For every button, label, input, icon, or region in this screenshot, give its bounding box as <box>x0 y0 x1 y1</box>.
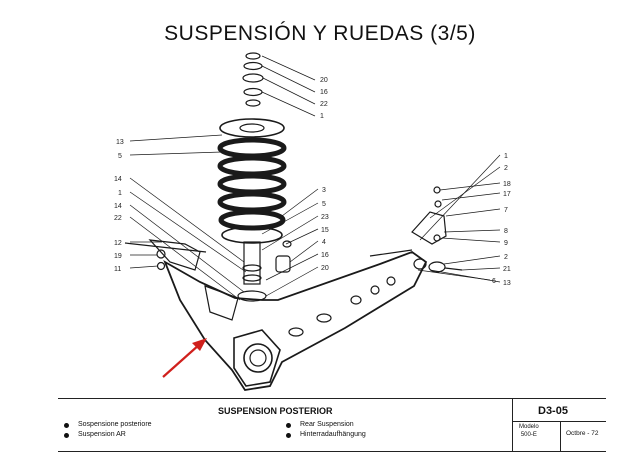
callout-label: 23 <box>321 214 329 221</box>
callout-label: 14 <box>114 176 122 183</box>
legend-item-german: Hinterradaufhängung <box>284 431 366 441</box>
callout-label: 14 <box>114 203 122 210</box>
pivot-bracket <box>411 211 447 245</box>
leader-lines <box>129 55 501 301</box>
callout-label: 20 <box>321 265 329 272</box>
callout-label: 5 <box>322 201 326 208</box>
divider <box>512 421 606 422</box>
coil-spring <box>217 137 287 231</box>
callout-label: 6 <box>492 278 496 285</box>
shock-absorber-body <box>243 241 261 285</box>
rubber-bushing-upper <box>242 73 264 83</box>
legend-left: Sospensione posteriore Suspension AR <box>62 421 152 441</box>
arm-gusset <box>204 285 239 321</box>
callout-label: 22 <box>114 215 122 222</box>
callout-label: 22 <box>320 101 328 108</box>
callout-label: 8 <box>504 228 508 235</box>
callout-label: 13 <box>503 280 511 287</box>
callout-label: 16 <box>321 252 329 259</box>
callout-label: 20 <box>320 77 328 84</box>
legend-item-italian: Sospensione posteriore <box>62 421 152 431</box>
lower-washer <box>245 99 261 107</box>
callout-label: 5 <box>118 153 122 160</box>
sheet-code: D3-05 <box>538 405 568 417</box>
upper-bracket <box>148 239 201 271</box>
top-washer <box>243 61 263 71</box>
callout-label: 19 <box>114 253 122 260</box>
model-label: Modelo 500-E <box>519 424 539 438</box>
callout-label: 3 <box>322 187 326 194</box>
callout-label: 2 <box>504 165 508 172</box>
callout-label: 9 <box>504 240 508 247</box>
top-nut <box>245 52 261 60</box>
callout-label: 13 <box>116 139 124 146</box>
callout-label: 4 <box>322 239 326 246</box>
callout-label: 2 <box>504 254 508 261</box>
callout-label: 21 <box>503 266 511 273</box>
pivot-bushing <box>428 261 446 273</box>
callout-label: 12 <box>114 240 122 247</box>
bracket-bolt <box>124 242 207 253</box>
red-arrow-icon <box>162 338 207 378</box>
section-title: SUSPENSION POSTERIOR <box>218 406 333 416</box>
legend-item-spanish: Suspension AR <box>62 431 152 441</box>
callout-label: 1 <box>320 113 324 120</box>
title-block: SUSPENSION POSTERIOR Sospensione posteri… <box>58 398 606 452</box>
trailing-arm <box>163 250 428 391</box>
legend-right: Rear Suspension Hinterradaufhängung <box>284 421 366 441</box>
sheet-date: Octbre - 72 <box>566 430 599 437</box>
divider <box>560 421 561 451</box>
callout-numbers: 20 16 22 1 13 5 14 1 14 22 12 19 11 3 5 … <box>114 77 511 287</box>
callout-label: 17 <box>503 191 511 198</box>
hub-bore <box>243 343 273 373</box>
hub-mount-plate <box>233 329 281 387</box>
callout-label: 15 <box>321 227 329 234</box>
spring-top-seat <box>219 118 285 138</box>
callout-label: 18 <box>503 181 511 188</box>
bump-stop <box>275 255 291 273</box>
callout-label: 1 <box>504 153 508 160</box>
callout-label: 11 <box>114 266 121 273</box>
rubber-bushing-lower <box>243 87 263 97</box>
callout-label: 1 <box>118 190 122 197</box>
spring-top-seat-hole <box>239 123 265 133</box>
page-title: SUSPENSIÓN Y RUEDAS (3/5) <box>164 22 476 45</box>
diagram-drawing <box>124 52 463 391</box>
pivot-bolt <box>369 249 413 257</box>
callout-label: 7 <box>504 207 508 214</box>
divider <box>512 399 513 451</box>
callout-label: 16 <box>320 89 328 96</box>
legend-item-english: Rear Suspension <box>284 421 366 431</box>
spring-bottom-seat <box>221 226 283 244</box>
